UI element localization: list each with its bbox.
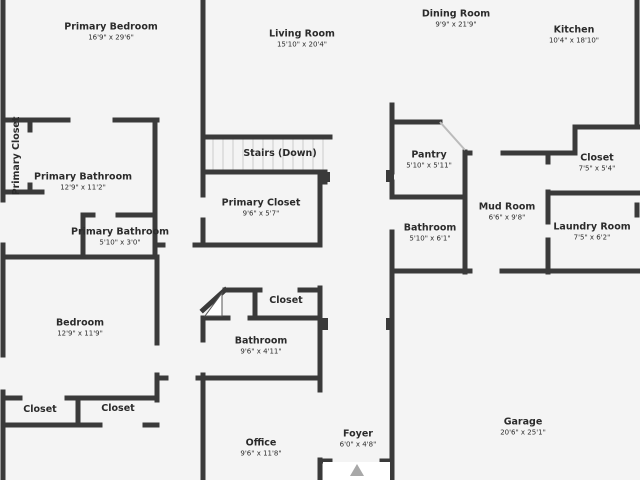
door-opening: [439, 121, 466, 151]
room-dimensions: 12'9" x 11'2": [60, 183, 106, 192]
room-label-closet-hall: Closet: [269, 295, 302, 307]
room-name: Bedroom: [55, 317, 105, 329]
room-dimensions: 9'6" x 11'8": [240, 449, 282, 458]
room-name: Primary Closet: [11, 116, 22, 196]
room-name: Bathroom: [403, 222, 457, 234]
room-name: Garage: [503, 416, 543, 428]
room-name: Kitchen: [553, 24, 595, 36]
room-name: Pantry: [411, 149, 447, 161]
room-dimensions: 15'10" x 20'4": [276, 40, 328, 49]
pillar: [386, 170, 394, 182]
room-dimensions: 9'6" x 4'11": [240, 347, 282, 356]
room-name: Foyer: [343, 428, 373, 440]
pillar: [386, 318, 394, 330]
room-dimensions: 12'9" x 11'9": [57, 329, 103, 338]
room-name: Primary Bedroom: [64, 21, 158, 33]
room-dimensions: 5'10" x 5'11": [406, 161, 452, 170]
room-dimensions: 7'5" x 6'2": [573, 233, 611, 242]
room-dimensions: 6'6" x 9'8": [488, 213, 526, 222]
room-dimensions: 20'6" x 25'1": [500, 428, 546, 437]
room-name: Closet: [580, 152, 614, 164]
room-name: Bathroom: [234, 335, 288, 347]
room-dimensions: 16'9" x 29'6": [88, 33, 134, 42]
room-dimensions: 6'0" x 4'8": [339, 440, 377, 449]
room-name: Primary Bathroom: [71, 226, 169, 238]
room-name: Closet: [101, 403, 135, 414]
room-dimensions: 5'10" x 3'0": [99, 238, 141, 247]
room-name: Closet: [269, 295, 303, 306]
room-name: Closet: [23, 404, 57, 415]
stairs-treads: [212, 139, 324, 170]
room-label-primary-closet-left: Primary Closet: [11, 117, 23, 196]
room-name: Primary Closet: [221, 197, 301, 209]
room-dimensions: 9'6" x 5'7": [242, 209, 280, 218]
room-dimensions: 9'9" x 21'9": [435, 20, 477, 29]
room-name: Stairs (Down): [243, 148, 317, 159]
room-label-closet-bed-1: Closet: [23, 404, 56, 416]
room-name: Mud Room: [478, 201, 536, 213]
entry-arrow-icon: [350, 464, 364, 476]
room-dimensions: 7'5" x 5'4": [578, 164, 616, 173]
room-name: Primary Bathroom: [34, 171, 132, 183]
room-name: Living Room: [269, 28, 335, 40]
pillar: [321, 172, 330, 182]
room-dimensions: 10'4" x 18'10": [548, 36, 600, 45]
room-name: Laundry Room: [553, 221, 631, 233]
room-dimensions: 5'10" x 6'1": [409, 234, 451, 243]
room-label-stairs: Stairs (Down): [243, 148, 316, 160]
room-name: Dining Room: [421, 8, 491, 20]
hatched-corner: [204, 291, 223, 317]
pillar: [318, 318, 328, 330]
room-name: Office: [245, 437, 277, 449]
room-label-closet-bed-2: Closet: [101, 403, 134, 415]
